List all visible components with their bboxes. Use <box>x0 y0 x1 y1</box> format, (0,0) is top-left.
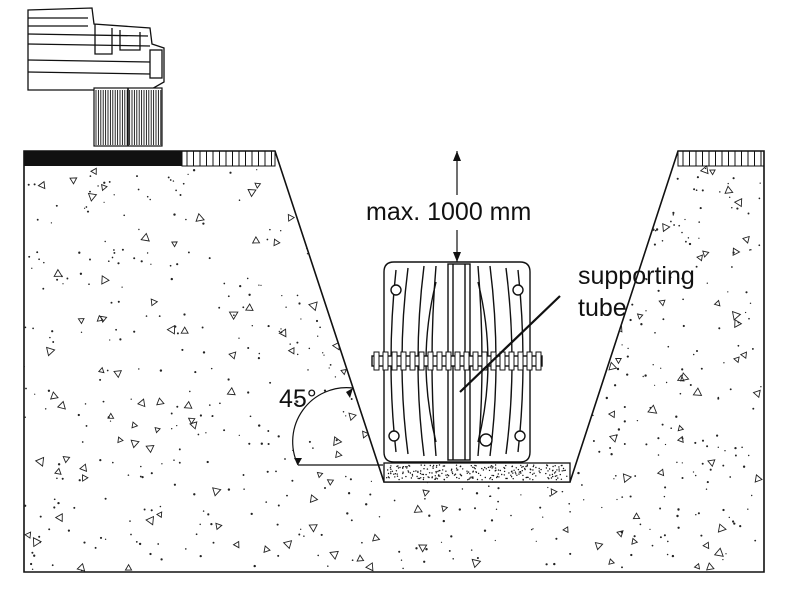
surface-paving <box>24 150 765 167</box>
supporting-tube-label-line1: supporting <box>578 262 695 290</box>
mower-brush <box>93 87 163 147</box>
hatch-right <box>682 151 762 166</box>
supporting-tube-label-line2: tube <box>578 294 627 322</box>
hatch-left <box>186 151 272 166</box>
depth-dimension-line <box>453 151 461 262</box>
depth-label: max. 1000 mm <box>366 198 532 226</box>
angle-marker <box>292 387 383 466</box>
gravel-bed <box>383 462 571 483</box>
angle-label: 45° <box>279 385 317 413</box>
tube-leader-line <box>459 295 561 393</box>
robot-mower-icon <box>27 7 165 147</box>
supporting-tube <box>371 261 543 463</box>
